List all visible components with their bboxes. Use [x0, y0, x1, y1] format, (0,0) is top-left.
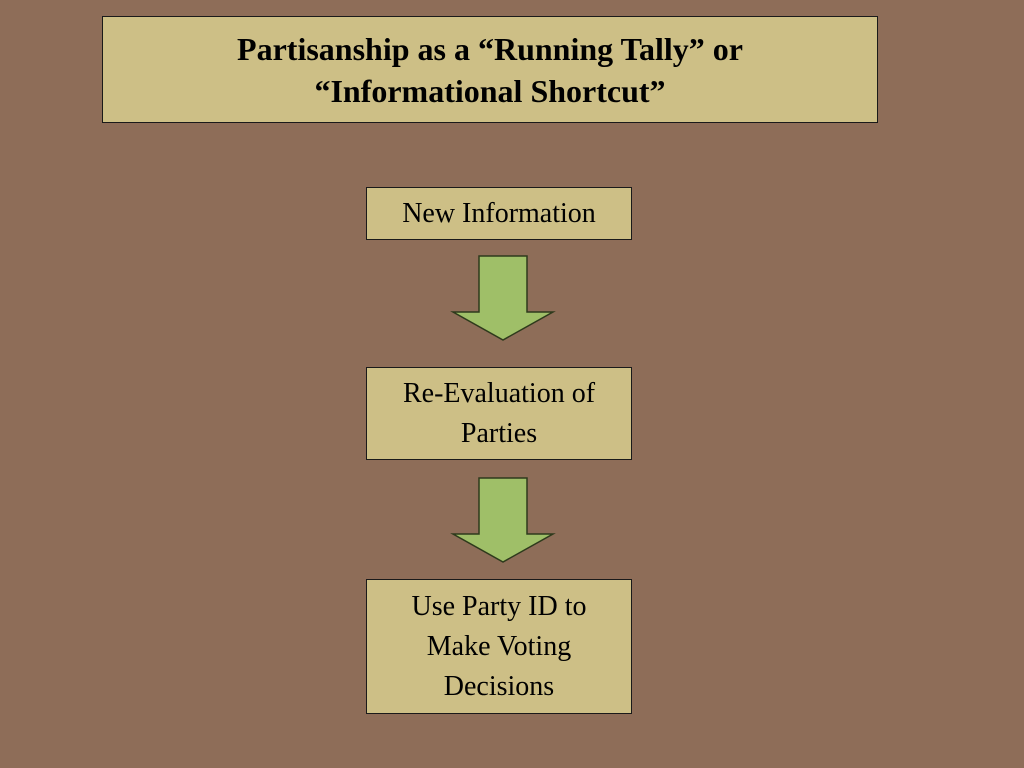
slide-title: Partisanship as a “Running Tally” or “In… [237, 30, 743, 109]
flow-step-label: Use Party ID to Make Voting Decisions [411, 590, 587, 702]
down-arrow-shape [450, 255, 556, 341]
down-arrow-icon [450, 255, 556, 341]
title-box: Partisanship as a “Running Tally” or “In… [102, 16, 878, 123]
flow-step-label: Re-Evaluation of Parties [402, 377, 596, 449]
down-arrow-icon [450, 477, 556, 563]
flow-step-label: New Information [402, 197, 596, 229]
down-arrow-shape [450, 477, 556, 563]
flow-step-new-information: New Information [366, 187, 632, 240]
flow-step-use-party-id: Use Party ID to Make Voting Decisions [366, 579, 632, 714]
flow-step-re-evaluation-of-parties: Re-Evaluation of Parties [366, 367, 632, 460]
